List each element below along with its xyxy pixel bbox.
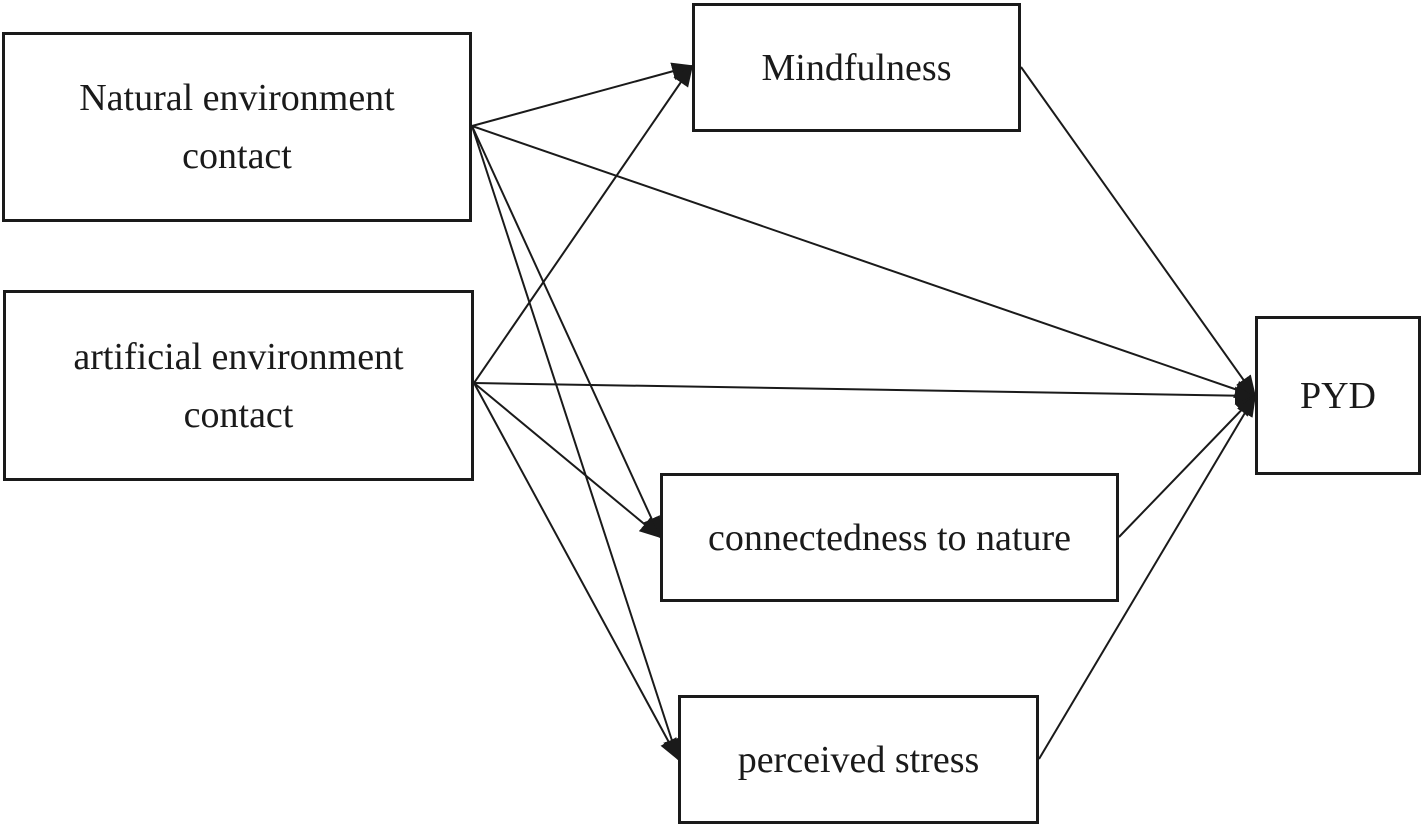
node-label-line: artificial environment [73,335,404,378]
node-label: Mindfulness [761,46,952,89]
arrow-natural-environment-contact-to-pyd [471,125,1257,398]
node-label-line: contact [182,135,292,177]
edge-layer [471,62,1257,761]
node-label: perceived stress [737,738,980,781]
node-connectedness-to-nature: connectedness to nature [660,473,1119,602]
arrow-artificial-environment-contact-to-pyd [473,382,1257,405]
arrow-artificial-environment-contact-to-connectedness-to-nature [473,382,662,539]
arrow-artificial-environment-contact-to-perceived-stress [473,382,679,761]
node-label: PYD [1299,374,1377,417]
node-label: connectedness to nature [708,516,1071,559]
arrow-connectedness-to-nature-to-pyd [1118,394,1257,538]
node-natural-environment-contact: Natural environment contact [2,32,472,222]
arrow-natural-environment-contact-to-mindfulness [471,62,694,127]
arrow-natural-environment-contact-to-perceived-stress [471,125,681,761]
node-artificial-environment-contact: artificial environment contact [3,290,474,481]
arrow-artificial-environment-contact-to-mindfulness [473,64,694,384]
node-label-line: contact [183,393,294,436]
node-pyd: PYD [1255,316,1421,475]
node-perceived-stress: perceived stress [678,695,1039,824]
node-mindfulness: Mindfulness [692,3,1021,132]
arrow-natural-environment-contact-to-connectedness-to-nature [471,125,661,539]
node-label-line: Natural environment [79,77,395,119]
arrow-mindfulness-to-pyd [1020,66,1257,398]
arrow-perceived-stress-to-pyd [1038,394,1257,760]
